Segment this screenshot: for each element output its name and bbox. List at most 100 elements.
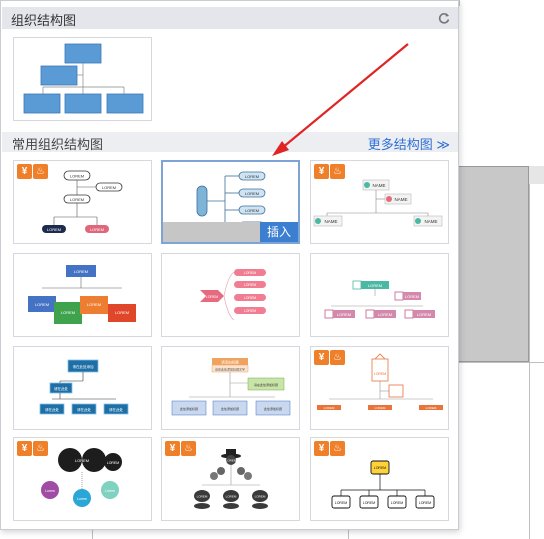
scrollbar-fragment — [529, 166, 544, 184]
template-diagram: NAME NAME NAME NAME — [313, 179, 443, 227]
template-tile[interactable]: ¥ ♨ NAME NAME NAME NAME — [310, 160, 449, 244]
template-tile[interactable]: ¥ ♨ LOREM LOREM LOREM LOREM LOREM — [310, 437, 449, 521]
node-label: LOREM — [426, 406, 437, 410]
template-diagram: LOREM LOREM LOREM LOREM LOREM — [42, 170, 123, 233]
node-label: 请在此处添加标题 — [254, 382, 278, 387]
more-charts-label: 更多结构图 — [367, 137, 433, 152]
ruler-line — [459, 0, 460, 6]
node-label: LOREM — [374, 372, 387, 376]
node-label: 请在此处 — [77, 407, 91, 412]
panel-header: 组织结构图 — [2, 7, 458, 29]
flame-badge-icon: ♨ — [330, 441, 345, 456]
premium-badges: ¥ ♨ — [17, 164, 48, 179]
yen-badge-icon: ¥ — [17, 164, 32, 179]
node-label: LOREM — [419, 501, 432, 505]
template-diagram: LOREM LOREM LOREM LOREM LOREM — [324, 280, 435, 319]
org-box-top — [64, 43, 102, 64]
yen-badge-icon: ¥ — [314, 350, 329, 365]
node-label: LOREM — [70, 197, 84, 202]
double-chevron-right-icon: ≫ — [436, 137, 450, 152]
section-title: 常用组织结构图 — [12, 137, 104, 152]
template-tile[interactable]: 请在此处添加 请在此处 请在此处 请在此处 请在此处 — [13, 346, 152, 430]
node-label: LOREM — [244, 271, 257, 275]
node-label: LOREM — [244, 296, 257, 300]
node-label: LOREM — [226, 495, 237, 499]
node-label: NAME — [372, 183, 385, 188]
more-charts-link[interactable]: 更多结构图 ≫ — [368, 134, 450, 153]
node-label: LOREM — [335, 501, 348, 505]
panel-title: 组织结构图 — [11, 13, 77, 28]
featured-diagram — [23, 43, 144, 114]
template-tile[interactable]: ¥ ♨ LOREM LOREM LOREM LOREM — [161, 437, 300, 521]
node-label: 请添加标题 — [221, 360, 239, 365]
premium-badges: ¥ ♨ — [165, 441, 196, 456]
node-label: NAME — [394, 197, 407, 202]
premium-badges: ¥ ♨ — [17, 441, 48, 456]
common-section-header: 常用组织结构图 更多结构图 ≫ — [2, 132, 458, 152]
node-label: LOREM — [245, 174, 259, 179]
node-label: LOREM — [374, 466, 387, 470]
flame-badge-icon: ♨ — [33, 441, 48, 456]
template-diagram: LOREM LOREM LOREM LOREM LOREM — [28, 265, 136, 324]
node-label: LOREM — [70, 174, 84, 179]
node-label: LOREM — [47, 227, 61, 232]
template-diagram: LOREM LOREM LOREM LOREM LOREM — [331, 460, 435, 509]
node-label: LOREM — [226, 459, 237, 463]
premium-badges: ¥ ♨ — [314, 441, 345, 456]
node-label: LOREM — [255, 495, 266, 499]
org-box-child — [64, 93, 102, 114]
yen-badge-icon: ¥ — [17, 441, 32, 456]
table-border — [92, 530, 93, 539]
node-label: LOREM — [107, 461, 120, 465]
template-tile[interactable]: LOREM LOREM LOREM LOREM LOREM — [161, 253, 300, 337]
node-label: Lorem — [45, 489, 55, 493]
node-label: NAME — [424, 219, 437, 224]
node-label: LOREM — [363, 501, 376, 505]
template-diagram: 请在此处添加 请在此处 请在此处 请在此处 请在此处 — [39, 359, 129, 415]
template-tile[interactable]: LOREM LOREM LOREM LOREM LOREM — [310, 253, 449, 337]
template-diagram: LOREM LOREM Lorem Lorem Lorem — [41, 448, 122, 507]
template-tile[interactable]: ¥ ♨ LOREM LOREM LOREM LOREM LOREM — [13, 160, 152, 244]
template-diagram: LOREM LOREM LOREM LOREM — [194, 449, 268, 509]
flame-badge-icon: ♨ — [330, 350, 345, 365]
flame-badge-icon: ♨ — [33, 164, 48, 179]
node-label: LOREM — [75, 458, 89, 463]
node-label: LOREM — [368, 283, 382, 288]
featured-template[interactable] — [13, 37, 152, 121]
node-label: LOREM — [245, 191, 259, 196]
table-border — [348, 530, 349, 539]
node-label: Lorem — [105, 489, 115, 493]
refresh-icon[interactable] — [437, 11, 451, 25]
template-tile[interactable]: ¥ ♨ LOREM LOREM Lorem Lorem Lorem — [13, 437, 152, 521]
node-label: NAME — [324, 219, 337, 224]
flame-badge-icon: ♨ — [181, 441, 196, 456]
node-label: 请在此处 — [54, 386, 68, 391]
node-label: LOREM — [378, 312, 392, 317]
template-tile[interactable]: LOREM LOREM LOREM LOREM LOREM — [13, 253, 152, 337]
node-label: LOREM — [324, 406, 335, 410]
node-label: LOREM — [244, 309, 257, 313]
node-label: LOREM — [87, 302, 101, 307]
node-label: 此处添加标题 — [264, 406, 282, 411]
node-label: LOREM — [115, 310, 129, 315]
node-label: LOREM — [245, 208, 259, 213]
template-tile-hovered[interactable]: LOREM LOREM LOREM LOREM 插入 — [161, 160, 300, 244]
node-label: LOREM — [375, 406, 386, 410]
template-tile[interactable]: 请添加标题 请在此处添加标题文字 请在此处添加标题 此处添加标题 此处添加标题 … — [161, 346, 300, 430]
org-box-assistant — [40, 65, 78, 86]
yen-badge-icon: ¥ — [314, 441, 329, 456]
table-border — [459, 362, 544, 363]
node-label: LOREM — [74, 269, 88, 274]
org-box-child — [23, 93, 61, 114]
node-label: Lorem — [77, 497, 87, 501]
flame-badge-icon: ♨ — [330, 164, 345, 179]
node-label: 请在此处 — [109, 407, 123, 412]
org-chart-panel: 组织结构图 常用组织结构图 更多结构图 ≫ ¥ ♨ — [0, 0, 459, 530]
template-diagram: 请添加标题 请在此处添加标题文字 请在此处添加标题 此处添加标题 此处添加标题 … — [171, 358, 291, 416]
template-tile[interactable]: ¥ ♨ LOREM LOREM LOREM LOREM — [310, 346, 449, 430]
node-label: LOREM — [405, 294, 419, 299]
table-cell-grey — [458, 166, 529, 362]
node-label: LOREM — [61, 310, 75, 315]
insert-button[interactable]: 插入 — [260, 222, 298, 242]
table-border — [529, 166, 530, 539]
